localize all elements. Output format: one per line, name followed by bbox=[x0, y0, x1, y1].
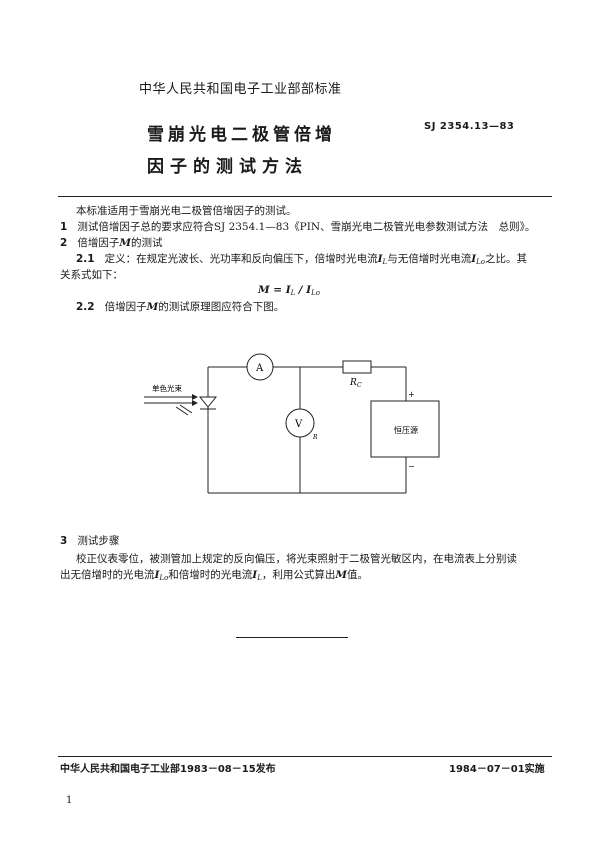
section-3-var2: I bbox=[252, 569, 258, 581]
section-1-text: 测试倍增因子总的要求应符合SJ 2354.1—83《PIN、雪崩光电二极管光电参… bbox=[77, 221, 536, 233]
document-title-line2: 因子的测试方法 bbox=[147, 157, 308, 177]
section-2-2-text-b: 的测试原理图应符合下图。 bbox=[158, 301, 285, 313]
standard-code: SJ 2354.13—83 bbox=[424, 121, 515, 132]
section-1-number: 1 bbox=[60, 221, 68, 233]
section-2-number: 2 bbox=[60, 237, 68, 249]
section-2-1-sub2: Lo bbox=[476, 258, 485, 266]
supply-label: 恒压源 bbox=[394, 425, 418, 435]
supply-minus: − bbox=[408, 462, 415, 471]
section-2-1-var2: I bbox=[471, 253, 477, 265]
end-rule bbox=[236, 637, 348, 638]
voltmeter-label: V bbox=[294, 419, 303, 430]
formula-left: M = I bbox=[258, 284, 291, 296]
section-2-title: 2 倍增因子M的测试 bbox=[60, 235, 162, 251]
section-3-line2: 出无倍增时的光电流ILo和倍增时的光电流IL，利用公式算出M值。 bbox=[60, 567, 368, 586]
section-3-var3: M bbox=[335, 569, 347, 581]
light-beam-label: 单色光束 bbox=[152, 383, 182, 393]
voltmeter-sub: R bbox=[312, 434, 318, 441]
resistor-sub: C bbox=[357, 382, 362, 389]
formula-mid: / I bbox=[298, 284, 312, 296]
section-2-2: 2.2 倍增因子M的测试原理图应符合下图。 bbox=[76, 299, 284, 315]
section-3-sub2: L bbox=[257, 574, 262, 582]
issue-date: 中华人民共和国电子工业部1983－08－15发布 bbox=[60, 764, 276, 775]
section-2-1-var1: I bbox=[377, 253, 383, 265]
formula: M = IL / ILo bbox=[258, 282, 320, 301]
section-1: 1 测试倍增因子总的要求应符合SJ 2354.1—83《PIN、雪崩光电二极管光… bbox=[60, 219, 535, 235]
section-3-title-text: 测试步骤 bbox=[77, 535, 120, 547]
resistor-label: R bbox=[349, 378, 357, 388]
section-2-title-a: 倍增因子 bbox=[77, 237, 120, 249]
section-2-title-var: M bbox=[119, 237, 131, 249]
supply-plus: + bbox=[408, 390, 415, 399]
section-2-2-var: M bbox=[146, 301, 159, 313]
circuit-diagram: 单色光束 A V R R C 恒压源 + − bbox=[144, 353, 440, 494]
section-2-2-number: 2.2 bbox=[76, 301, 95, 313]
section-2-1-number: 2.1 bbox=[76, 253, 95, 265]
footer-divider bbox=[58, 756, 552, 757]
section-2-title-b: 的测试 bbox=[130, 237, 163, 249]
section-2-1-text-c: 之比。其 bbox=[485, 253, 527, 265]
section-2-1-text-b: 与无倍增时光电流 bbox=[387, 253, 472, 265]
page-number: 1 bbox=[66, 795, 73, 806]
ammeter-label: A bbox=[255, 363, 264, 374]
section-2-1: 2.1 定义：在规定光波长、光功率和反向偏压下，倍增时光电流IL与无倍增时光电流… bbox=[76, 251, 527, 270]
header-divider bbox=[58, 196, 552, 197]
section-3-line2-d: 值。 bbox=[347, 569, 368, 581]
section-3-var1: I bbox=[154, 569, 160, 581]
document-title-line1: 雪崩光电二极管倍增 bbox=[147, 125, 336, 145]
formula-sub2: Lo bbox=[311, 289, 320, 297]
section-3-line2-c: ，利用公式算出 bbox=[261, 569, 336, 581]
section-2-1-sub1: L bbox=[382, 258, 388, 266]
section-2-1-cont: 关系式如下： bbox=[60, 269, 123, 281]
ministry-standard: 中华人民共和国电子工业部部标准 bbox=[139, 82, 342, 97]
section-3-title: 3 测试步骤 bbox=[60, 533, 119, 549]
section-2-1-text-a: 定义：在规定光波长、光功率和反向偏压下，倍增时光电流 bbox=[104, 253, 378, 265]
formula-sub1: L bbox=[290, 289, 296, 297]
section-3-line2-b: 和倍增时的光电流 bbox=[168, 569, 253, 581]
effective-date: 1984－07－01实施 bbox=[449, 764, 545, 775]
section-3-sub1: Lo bbox=[159, 574, 169, 582]
section-3-line2-a: 出无倍增时的光电流 bbox=[60, 569, 155, 581]
section-3-number: 3 bbox=[60, 535, 68, 547]
section-2-2-text-a: 倍增因子 bbox=[104, 301, 147, 313]
intro-paragraph: 本标准适用于雪崩光电二极管倍增因子的测试。 bbox=[76, 205, 297, 217]
section-3-line1: 校正仪表零位，被测管加上规定的反向偏压，将光束照射于二极管光敏区内，在电流表上分… bbox=[76, 553, 517, 565]
